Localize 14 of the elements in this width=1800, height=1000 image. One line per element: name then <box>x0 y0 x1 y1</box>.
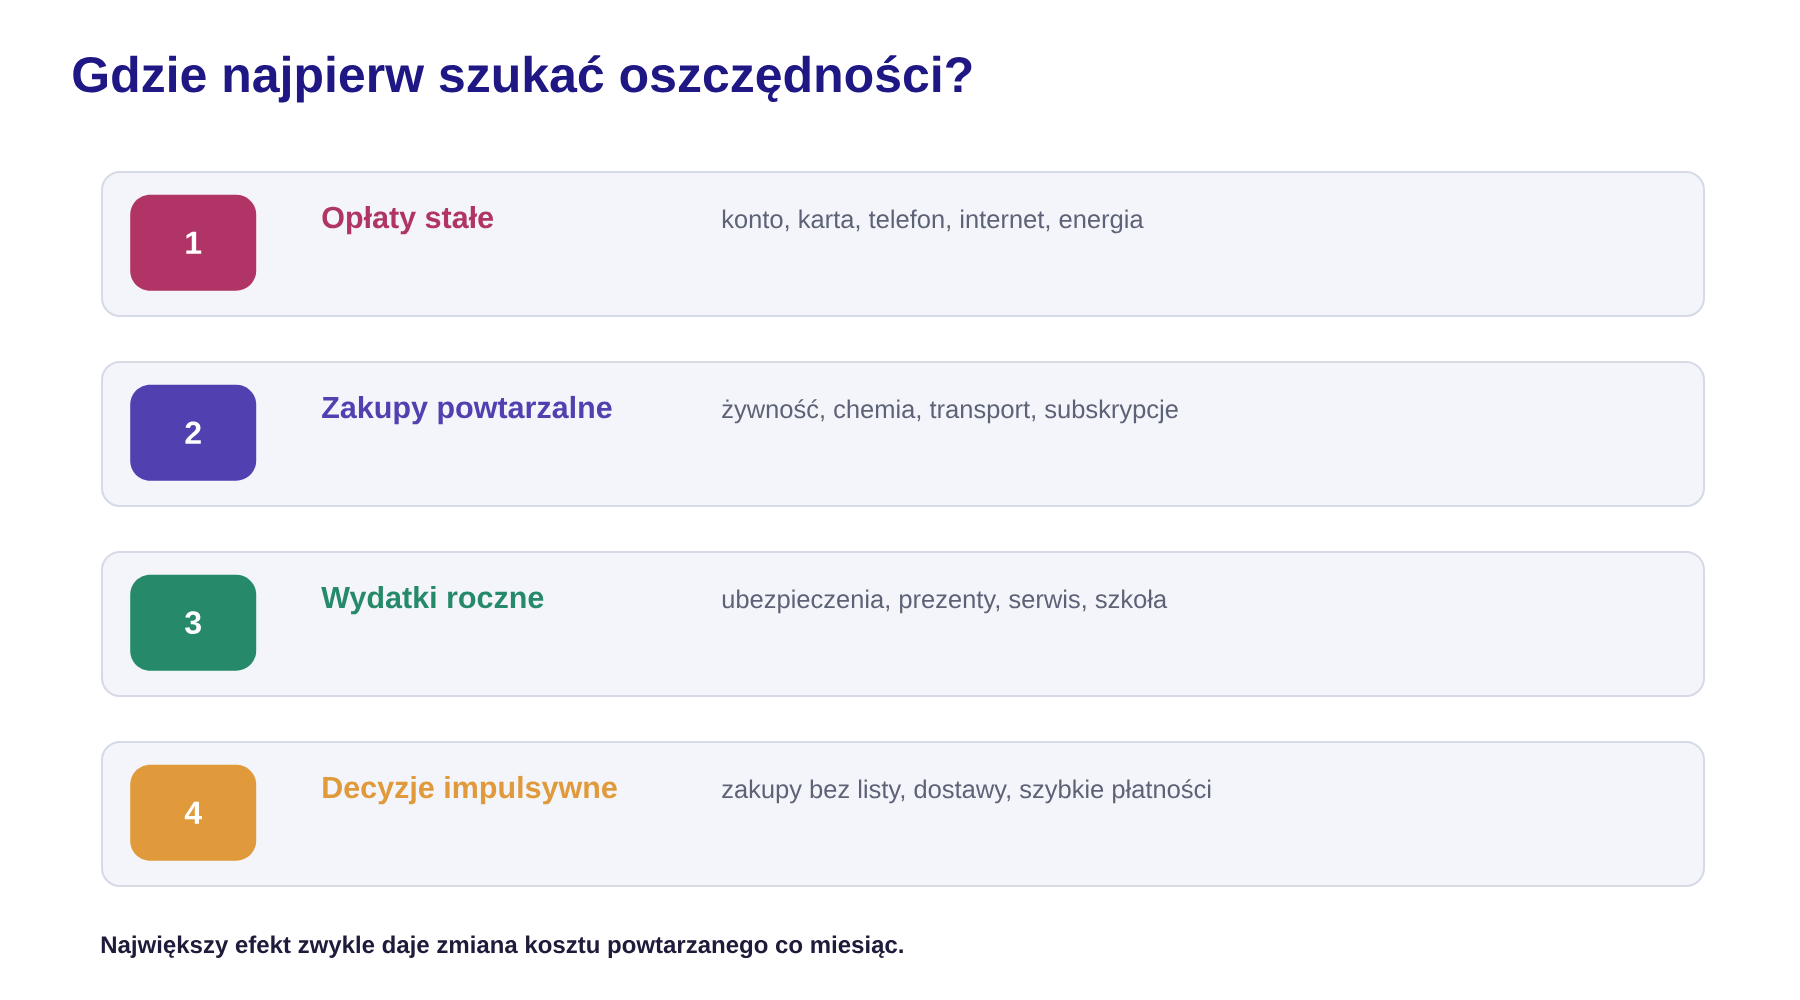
card-description: konto, karta, telefon, internet, energia <box>722 209 1144 234</box>
title: Gdzie najpierw szukać oszczędności? <box>73 55 972 103</box>
card-heading: Decyzje impulsywne <box>323 775 617 805</box>
card-description: ubezpieczenia, prezenty, serwis, szkoła <box>722 589 1168 614</box>
card-description: żywność, chemia, transport, subskrypcje <box>722 399 1178 424</box>
card-heading: Zakupy powtarzalne <box>322 395 612 425</box>
number-badge: 3 <box>130 574 257 671</box>
number-badge: 2 <box>130 384 257 481</box>
card-description: zakupy bez listy, dostawy, szybkie płatności <box>722 779 1211 804</box>
note-text: Największy efekt zwykle daje zmiana kosztu powtarzanego co miesiąc. <box>101 935 903 959</box>
number-badge: 4 <box>130 764 257 861</box>
number-badge: 1 <box>130 194 257 291</box>
card-heading: Opłaty stałe <box>322 205 494 235</box>
card-heading: Wydatki roczne <box>321 585 544 615</box>
